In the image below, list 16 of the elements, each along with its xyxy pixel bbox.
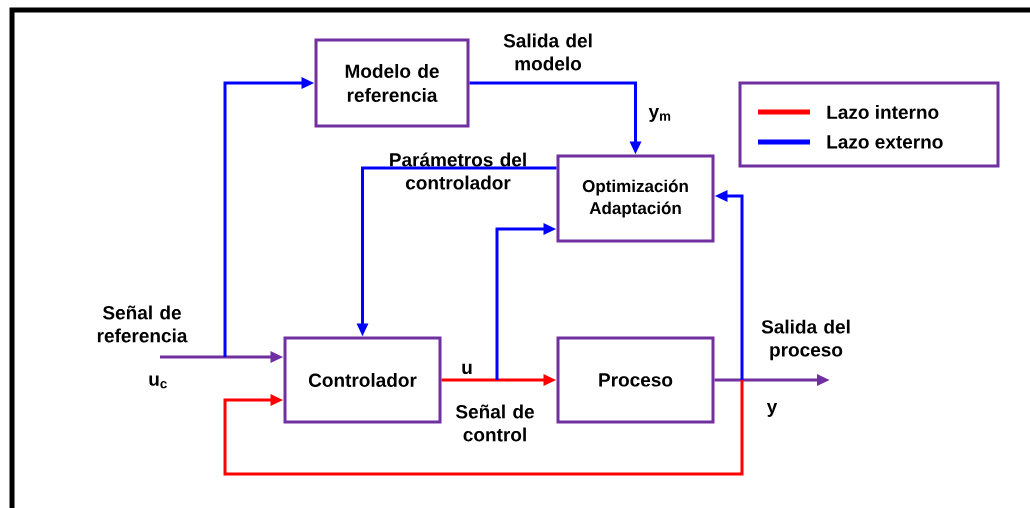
process-box: Proceso — [556, 336, 715, 424]
legend-label: Lazo externo — [827, 135, 943, 149]
signal-label: u — [462, 363, 472, 375]
input-label: Señal de referencia — [97, 305, 188, 343]
signal-label: y$_{m}$ — [648, 108, 671, 122]
arrow — [223, 380, 744, 476]
signal-label: Señal de control — [455, 404, 534, 442]
output-label: Salida del modelo — [503, 33, 592, 71]
output-label: Salida del proceso — [761, 319, 850, 361]
signal-label: y — [766, 403, 778, 417]
controller-box: Controlador — [283, 336, 442, 424]
optimization-box: Optimización Adaptación — [556, 154, 715, 243]
legend-label: Lazo interno — [827, 105, 939, 119]
output-label: Parámetros del controlador — [390, 152, 526, 190]
model-box: Modelo de referencia — [314, 38, 470, 128]
signal-label: u$_{c}$ — [149, 375, 167, 389]
